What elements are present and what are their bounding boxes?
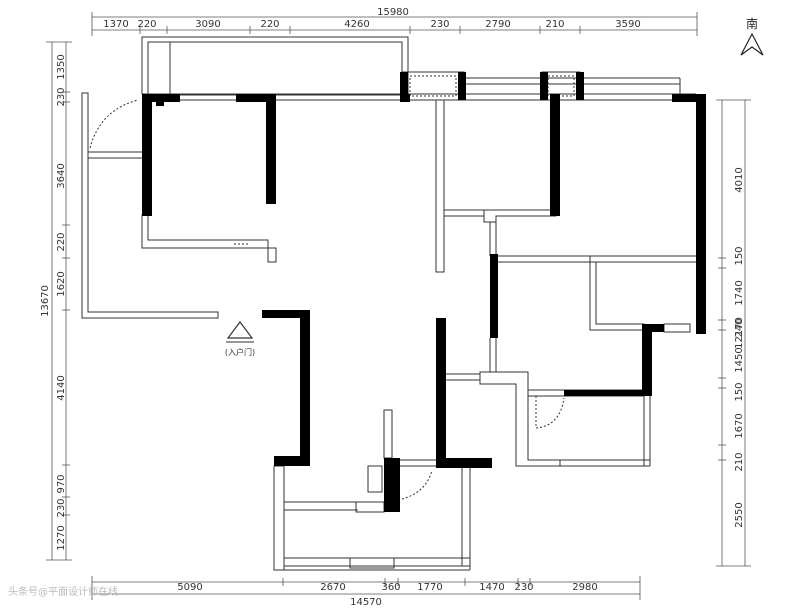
watermark: 头条号@平面设计师在线 (8, 587, 118, 598)
dimension-texts: 15980 1370 220 3090 220 4260 230 2790 21… (40, 7, 745, 608)
dim-left-8: 230 (56, 498, 67, 517)
structural-walls (142, 72, 706, 512)
dim-left-2: 230 (56, 87, 67, 106)
dim-right-1: 4010 (734, 167, 745, 192)
north-arrow: 南 (740, 16, 764, 56)
dim-right-2: 150 (734, 246, 745, 265)
dim-right-5: 1450 (734, 347, 745, 372)
dim-left-5: 1620 (56, 271, 67, 296)
dim-right-6: 150 (734, 382, 745, 401)
dim-left-total: 13670 (40, 285, 51, 317)
dim-top-4: 220 (260, 19, 279, 30)
dim-bottom-2: 2670 (320, 582, 345, 593)
dim-right-9: 2550 (734, 502, 745, 527)
dim-bottom-1: 5090 (177, 582, 202, 593)
dim-left-3: 3640 (56, 163, 67, 188)
entry-triangle-icon (226, 321, 254, 339)
dim-right-3: 1740 (734, 280, 745, 305)
dim-left-1: 1350 (56, 54, 67, 79)
dim-bottom-7: 2980 (572, 582, 597, 593)
dim-left-4: 220 (56, 232, 67, 251)
dim-right-8: 210 (734, 452, 745, 471)
dim-bottom-5: 1470 (479, 582, 504, 593)
entry-label: (入户门) (225, 347, 255, 357)
dim-left-7: 970 (56, 474, 67, 493)
dim-top-7: 2790 (485, 19, 510, 30)
dim-top-6: 230 (430, 19, 449, 30)
dim-right-7: 1670 (734, 413, 745, 438)
dim-right-4: 240 (734, 318, 745, 337)
dim-top-total: 15980 (377, 7, 409, 18)
dim-top-3: 3090 (195, 19, 220, 30)
dim-top-2: 220 (137, 19, 156, 30)
dim-left-6: 4140 (56, 375, 67, 400)
dim-top-9: 3590 (615, 19, 640, 30)
compass-label: 南 (746, 16, 758, 31)
dim-top-8: 210 (545, 19, 564, 30)
dim-bottom-total: 14570 (350, 597, 382, 608)
dimension-lines (46, 12, 751, 600)
dim-left-9: 1270 (56, 525, 67, 550)
dim-bottom-3: 360 (381, 582, 400, 593)
entry-marker: (入户门) (225, 321, 255, 357)
dim-bottom-6: 230 (514, 582, 533, 593)
compass-arrow-icon (740, 32, 764, 56)
dim-right-total: 12170 (734, 317, 745, 349)
dim-top-1: 1370 (103, 19, 128, 30)
dim-bottom-4: 1770 (417, 582, 442, 593)
dim-top-5: 4260 (344, 19, 369, 30)
